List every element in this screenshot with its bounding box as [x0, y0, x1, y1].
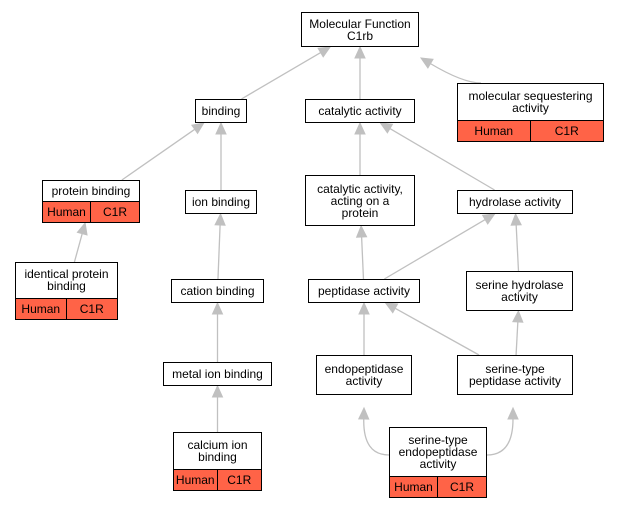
go-term-node[interactable]: catalytic activity [305, 99, 415, 123]
arrow-head [507, 406, 519, 420]
relation-edge [515, 321, 519, 356]
species-annotation-cell: Human [389, 476, 438, 498]
gene-annotation-cell: C1R [530, 120, 604, 142]
arrow-head [384, 302, 399, 314]
relation-edge [360, 236, 365, 280]
arrow-head [358, 301, 370, 315]
go-term-label: hydrolase activity [468, 195, 562, 209]
go-term-label: binding [201, 104, 241, 118]
species-annotation-cell: Human [42, 201, 91, 223]
gene-annotation-cell: C1R [217, 469, 262, 491]
arrow-head [510, 212, 522, 226]
relation-edge [217, 224, 221, 280]
arrow-head [191, 122, 205, 135]
arrow-head [355, 224, 368, 238]
arrow-head [354, 45, 366, 59]
go-term-label: catalytic activity [318, 104, 402, 118]
relation-edge [384, 219, 486, 280]
gene-annotation-cell: C1R [91, 201, 140, 223]
go-term-label: peptidase activity [317, 284, 411, 298]
relation-edge [121, 128, 196, 181]
go-term-node[interactable]: binding [195, 99, 247, 123]
arrow-head [357, 406, 370, 420]
arrow-head [317, 46, 332, 58]
go-term-node[interactable]: cation binding [171, 279, 264, 303]
arrow-head [419, 57, 434, 69]
arrow-head [76, 221, 88, 236]
arrow-head [512, 309, 524, 323]
species-annotation-cell: Human [173, 469, 218, 491]
relation-edge [241, 52, 321, 100]
gene-annotation-cell: C1R [438, 476, 487, 498]
go-term-label: ion binding [191, 195, 251, 209]
go-term-node[interactable]: hydrolase activity [457, 190, 573, 214]
relation-edge [389, 128, 495, 191]
go-term-label: cation binding [180, 284, 255, 298]
arrow-head [379, 122, 394, 134]
relation-edge [486, 418, 514, 456]
go-term-node[interactable]: metal ion binding [163, 362, 272, 386]
arrow-head [211, 301, 224, 315]
arrow-head [481, 213, 496, 225]
arrow-head [354, 121, 366, 135]
relation-edge [394, 307, 480, 356]
arrow-head [215, 121, 227, 135]
relation-edge [363, 418, 390, 456]
relation-edge [430, 63, 482, 84]
species-annotation-cell: Human [15, 298, 67, 320]
go-term-label: protein binding [51, 183, 131, 198]
go-term-label: metal ion binding [172, 367, 263, 381]
relation-edge [515, 224, 520, 272]
go-term-node[interactable]: peptidase activity [308, 279, 420, 303]
species-annotation-cell: Human [457, 120, 531, 142]
gene-annotation-cell: C1R [66, 298, 118, 320]
arrow-head [211, 384, 224, 398]
go-term-node[interactable]: ion binding [185, 190, 257, 214]
relation-edge [73, 233, 83, 263]
arrow-head [214, 212, 226, 226]
